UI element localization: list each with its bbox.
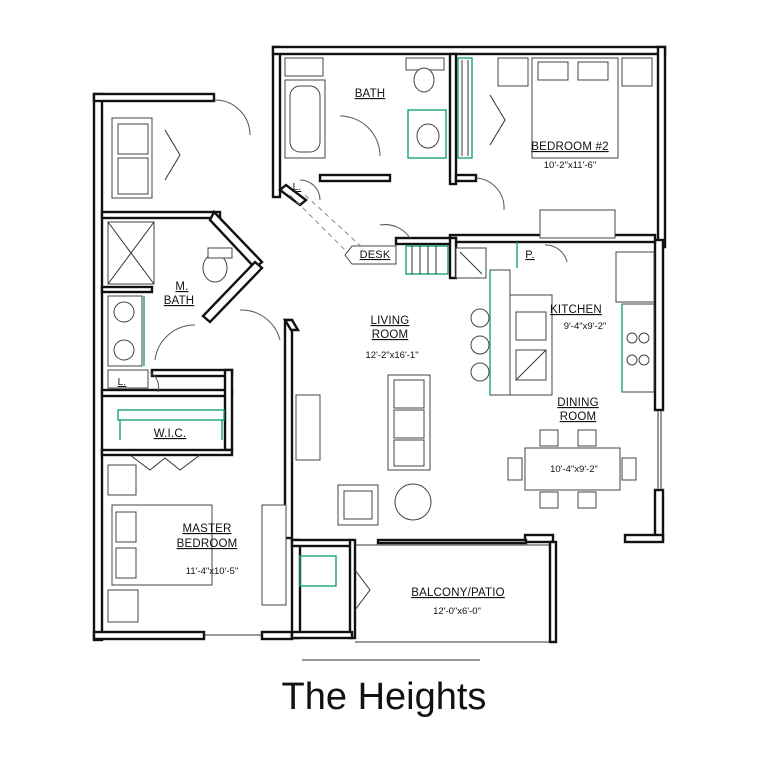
master-bedroom-fixtures bbox=[107, 464, 287, 636]
linen-lower-label: L. bbox=[118, 377, 127, 388]
linen-upper-label: L. bbox=[293, 182, 302, 193]
balcony-dims: 12'-0"x6'-0" bbox=[433, 606, 481, 617]
bath-fixtures bbox=[284, 57, 447, 201]
living-dims: 12'-2"x16'-1" bbox=[365, 350, 418, 361]
balcony-label: BALCONY/PATIO bbox=[411, 587, 505, 599]
bedroom2-label: BEDROOM #2 bbox=[531, 141, 608, 153]
dining-dims: 10'-4"x9'-2" bbox=[550, 464, 598, 475]
kitchen-label: KITCHEN bbox=[550, 304, 602, 316]
master-label-1: MASTER bbox=[182, 523, 231, 535]
master-label-2: BEDROOM bbox=[177, 538, 238, 550]
living-label-2: ROOM bbox=[372, 329, 409, 341]
bath-label: BATH bbox=[355, 88, 386, 100]
living-label-1: LIVING bbox=[371, 315, 410, 327]
master-bath-fixtures bbox=[107, 221, 281, 393]
bedroom2-fixtures bbox=[457, 57, 653, 239]
room-labels: BATH BEDROOM #2 10'-2"x11'-6" M. BATH LI… bbox=[118, 88, 609, 617]
wic-fixtures bbox=[117, 409, 225, 471]
wic-label: W.I.C. bbox=[154, 428, 187, 440]
dining-label-2: ROOM bbox=[560, 411, 597, 423]
kitchen-dims: 9'-4"x9'-2" bbox=[564, 321, 607, 332]
hall-closet bbox=[111, 99, 366, 256]
living-fixtures bbox=[295, 374, 432, 526]
desk-label: DESK bbox=[360, 249, 391, 261]
balcony-fixtures bbox=[299, 540, 558, 661]
pantry-label: P. bbox=[525, 249, 534, 261]
master-dims: 11'-4"x10'-5" bbox=[186, 566, 238, 577]
kitchen-fixtures bbox=[470, 242, 655, 396]
dining-label-1: DINING bbox=[557, 397, 598, 409]
m-bath-label-2: BATH bbox=[164, 295, 195, 307]
dining-fixtures bbox=[507, 410, 662, 509]
m-bath-label-1: M. bbox=[175, 281, 188, 293]
exterior-walls bbox=[92, 45, 667, 642]
bedroom2-dims: 10'-2"x11'-6" bbox=[544, 160, 596, 171]
plan-title: The Heights bbox=[281, 676, 487, 718]
desk-area bbox=[344, 224, 487, 279]
